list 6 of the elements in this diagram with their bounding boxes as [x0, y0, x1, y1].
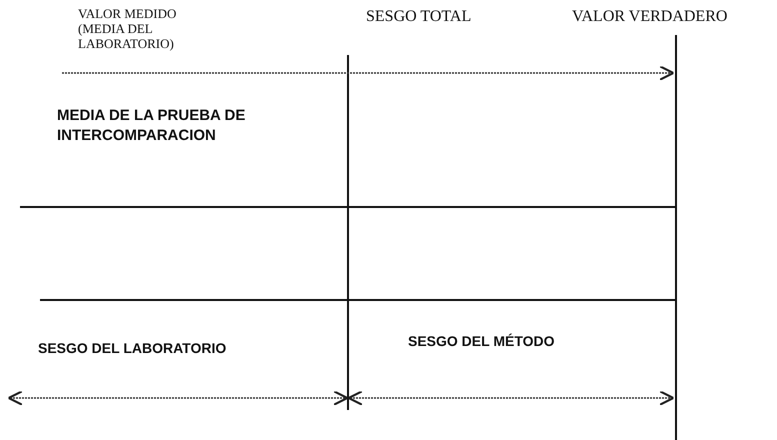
diagram-label: SESGO DEL MÉTODO: [408, 333, 556, 349]
diagram-label: SESGO TOTAL: [366, 8, 472, 26]
diagram-label: SESGO DEL LABORATORIO: [38, 340, 228, 356]
diagram-label: VALOR VERDADERO: [572, 8, 728, 26]
diagram-label: VALOR MEDIDO (MEDIA DEL LABORATORIO): [78, 6, 178, 51]
diagram-label: MEDIA DE LA PRUEBA DE INTERCOMPARACION: [57, 106, 246, 146]
